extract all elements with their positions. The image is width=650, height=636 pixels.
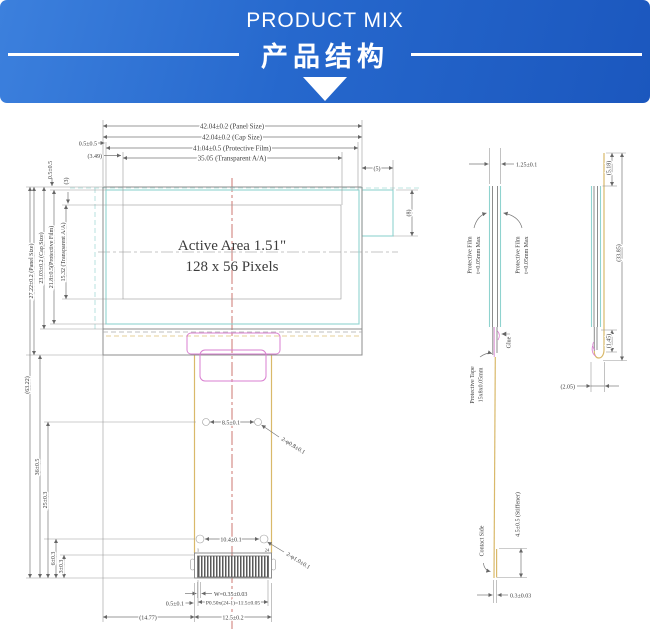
dim-aa-width: 35.05 (Transparent A/A) (198, 155, 267, 163)
dim-glass-thickness: 1.25±0.1 (516, 163, 537, 169)
dim-cap-width: 42.04±0.2 (Cap Size) (202, 134, 263, 142)
dim-left-extent: (14.77) (139, 615, 157, 622)
dim-total-height: (63.22) (24, 376, 31, 394)
panel-outline (102, 186, 394, 356)
film-label-right-2: t=0.05mm Max (524, 236, 530, 273)
dim-pin-pitch: P0.50x(24-1)=11.5±0.05 (206, 599, 261, 606)
dim-tab-height: (8) (406, 210, 413, 217)
side2-dimensions: (5.18) (33.85) (1.45) (2.05) (559, 152, 627, 392)
dim-connector-3: 3±0.3 (59, 560, 65, 574)
fpc-connector-shapes (186, 332, 281, 382)
alignment-holes (195, 418, 269, 544)
glass-stack (488, 186, 502, 579)
dim-film-height: 21.8±0.5(Protective Film) (48, 226, 55, 288)
dim-total-profile: (33.85) (616, 244, 623, 262)
dim-panel-width: 42.04±0.2 (Panel Size) (200, 123, 265, 131)
film-label-left-1: Protective Film (468, 236, 474, 273)
dim-hole2-diameter: 2-φ1.0±0.1 (285, 552, 311, 571)
bottom-dimensions: W=0.35±0.03 P0.50x(24-1)=11.5±0.05 0.5±0… (102, 355, 272, 623)
tape-label-1: Protective Tape (470, 366, 476, 404)
active-area-label-1: Active Area 1.51" (178, 238, 286, 254)
dim-ledge-gap: (1.45) (606, 334, 613, 349)
stiffener-label: 4.5±0.5 (Stiffener) (515, 492, 522, 537)
pin-24-label: 24 (265, 548, 270, 553)
pin-1-label: 1 (197, 548, 199, 553)
dim-hole2-spacing: 10.4±0.1 (220, 538, 241, 544)
fpc-cable (193, 355, 273, 553)
glue-label: Glue (507, 336, 513, 348)
dim-tab-width: (5) (374, 165, 381, 172)
left-dimensions: (63.22) 27.22±0.2 (Panel Size) 23.03±0.2… (23, 186, 196, 579)
side1-dimensions: 1.25±0.1 Protective Film t=0.05mm Max Pr… (468, 148, 539, 603)
dim-hole1-diameter: 2-φ0.8±0.1 (280, 437, 306, 456)
dim-aa-offset-h: (3.49) (88, 153, 103, 160)
banner-subtitle-row: 产品结构 (0, 35, 650, 74)
dim-fpc-edge-offset: 0.5±0.1 (166, 602, 184, 608)
contact-side-label: Contact Side (480, 525, 486, 556)
banner-divider-left (8, 53, 239, 56)
top-dimensions: 42.04±0.2 (Panel Size) 42.04±0.2 (Cap Si… (47, 120, 363, 205)
active-area-outline (122, 204, 342, 300)
dim-aa-height: 15.32 (Transparent A/A) (60, 223, 67, 282)
film-tab (361, 189, 394, 237)
side-view-cross-section: 1.25±0.1 Protective Film t=0.05mm Max Pr… (468, 148, 539, 603)
film-label-right-1: Protective Film (516, 236, 522, 273)
dim-edge-offset-v: 0.5±0.5 (48, 161, 54, 179)
dim-panel-height: 27.22±0.2 (Panel Size) (28, 244, 35, 299)
hole-dimensions: 8.5±0.1 2-φ0.8±0.1 10.4±0.1 2-φ1.0±0.1 (205, 419, 312, 572)
dim-hole1-spacing: 8.5±0.1 (222, 421, 240, 427)
dim-edge-offset-h: 0.5±0.5 (79, 142, 97, 148)
dim-connector-6: 6±0.3 (51, 552, 57, 566)
front-view: Active Area 1.51" 128 x 56 Pixels 1 24 (23, 120, 420, 630)
fpc-connector: 1 24 (190, 548, 276, 579)
tab-dimensions: (5) (8) (362, 160, 418, 237)
dim-film-width: 41.04±0.5 (Protective Film) (193, 145, 272, 153)
dim-aa-offset-v: (3) (63, 178, 70, 185)
banner-divider-right (411, 53, 642, 56)
active-area-label-2: 128 x 56 Pixels (186, 259, 279, 275)
film-label-left-2: t=0.05mm Max (476, 236, 482, 273)
connector-pins (197, 555, 269, 578)
dim-fpc-width: 12.5±0.2 (222, 616, 243, 622)
dim-fpc-thickness: 0.3±0.03 (510, 594, 531, 600)
banner-triangle-icon (303, 77, 347, 101)
dim-pin-width: W=0.35±0.03 (214, 592, 247, 598)
dim-fpc-top-extent: (5.18) (606, 161, 613, 176)
tape-label-2: 15x8x0.05mm (479, 367, 485, 402)
glass-stack-folded (590, 153, 605, 359)
dim-cap-height: 23.03±0.2 (Cap Size) (38, 232, 45, 283)
technical-drawing: Active Area 1.51" 128 x 56 Pixels 1 24 (23, 120, 627, 630)
dim-bend-width: (2.05) (561, 384, 576, 391)
dim-hole-length: 25±0.3 (43, 492, 49, 509)
side-view-profile: (5.18) (33.85) (1.45) (2.05) (559, 152, 627, 392)
dim-fpc-length: 36±0.5 (35, 459, 41, 476)
banner-title-en: PRODUCT MIX (246, 9, 404, 32)
banner: PRODUCT MIX 产品结构 (0, 0, 650, 103)
banner-title-zh: 产品结构 (261, 42, 389, 72)
